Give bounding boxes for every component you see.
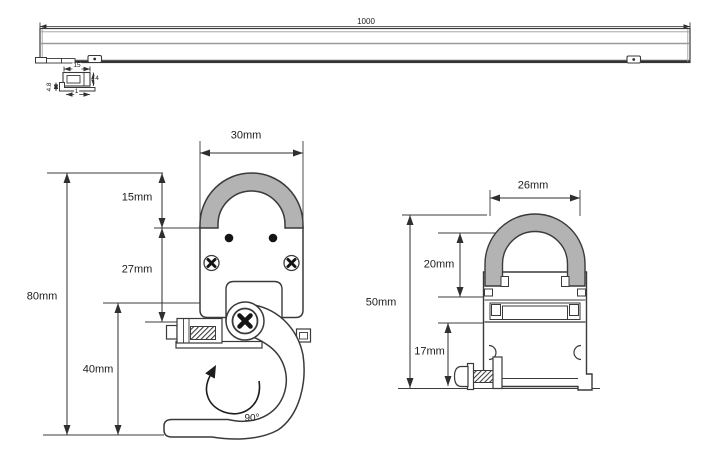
- dim-label-50mm: 50mm: [365, 296, 397, 308]
- top-profile-view: [35, 22, 691, 97]
- dim-label-1000: 1000: [357, 16, 375, 26]
- rotation-arrow: [205, 365, 261, 415]
- hole-left: [224, 233, 234, 243]
- side-latch-bracket: [295, 328, 312, 343]
- led-arch-front: [199, 172, 304, 229]
- led-tray: [489, 302, 581, 320]
- front-section-view: [43, 141, 312, 440]
- screw-right-icon: [283, 254, 300, 272]
- spring-adjuster: [165, 317, 263, 349]
- side-section-view: [398, 190, 600, 391]
- dim-label-40mm: 40mm: [82, 363, 114, 375]
- screw-boss-left: [488, 344, 497, 361]
- dim-label-27mm: 27mm: [121, 263, 153, 275]
- mounting-clip-right: [626, 55, 642, 64]
- rotation-angle-label: 90°: [244, 412, 260, 424]
- fixing-screw: [453, 356, 503, 391]
- dim-label-30mm: 30mm: [230, 129, 262, 141]
- hole-right: [268, 233, 278, 243]
- dim-label-17mm: 17mm: [414, 345, 445, 358]
- spring-hatch: [190, 326, 216, 340]
- dim-label-80mm: 80mm: [26, 290, 58, 303]
- screw-thread-hatch: [473, 370, 495, 383]
- clamp-screw-icon: [231, 307, 259, 335]
- screw-left-icon: [203, 254, 220, 272]
- clamp-hook: [163, 304, 305, 440]
- dim-label-clip-height: 4: [94, 74, 100, 83]
- mounting-clip-left: [87, 54, 103, 64]
- dim-label-26mm: 26mm: [517, 179, 549, 192]
- dim-label-15mm: 15mm: [121, 191, 153, 203]
- dim-label-clip-depth: 4.8: [45, 81, 53, 92]
- dim-label-20mm: 20mm: [423, 258, 455, 270]
- dim-label-clip-width: 15: [72, 61, 82, 70]
- bar-left-end-bracket: [35, 57, 76, 64]
- profile-bar: [39, 27, 691, 64]
- led-arch-side: [484, 213, 586, 287]
- screw-boss-right: [573, 344, 582, 361]
- dim-label-clip-base: 1: [73, 87, 80, 96]
- clip-detail-drawing: [53, 66, 96, 97]
